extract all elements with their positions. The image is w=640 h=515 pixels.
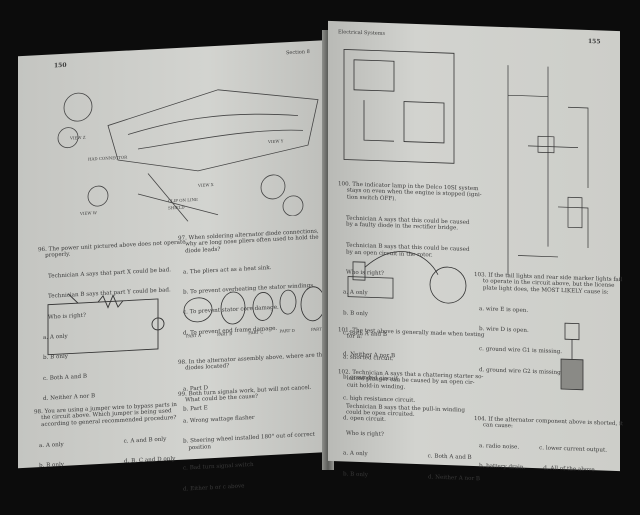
capacitor-component-drawing: [560, 322, 584, 391]
lighting-circuit-diagram: [507, 65, 589, 276]
section-header: Electrical Systems: [338, 29, 386, 37]
question-102: 102. Technician A says that a chattering…: [338, 368, 484, 482]
label-view-w: VIEW W: [80, 210, 97, 217]
label-view-z: VIEW Z: [70, 134, 86, 141]
question-99: 99. Both turn signals work, but will not…: [178, 384, 315, 493]
question-103: 103. If the tail lights and rear side ma…: [474, 271, 623, 376]
delco-system-diagram: [343, 49, 455, 164]
alternator-parts-diagram: [183, 286, 326, 325]
left-page: 150 Section 8 VIEW Z VIEW Y HAD CONNECTO…: [18, 39, 334, 492]
wiring-harness-diagram: [57, 89, 319, 222]
right-page: Electrical Systems 155 100. The indicato…: [328, 20, 623, 482]
label-clip: CLIP ON LINE SHIELD: [168, 196, 198, 211]
label-view-y: VIEW Y: [268, 138, 284, 145]
label-view-x: VIEW X: [198, 182, 214, 188]
question-104: 104. If the alternator component above i…: [474, 415, 624, 474]
circuit-diagram: [47, 293, 165, 356]
page-number: 155: [588, 37, 601, 46]
test-lamp-diagram: [347, 251, 467, 304]
question-98-jumper: 98. You are using a jumper wire to bypas…: [34, 401, 177, 470]
